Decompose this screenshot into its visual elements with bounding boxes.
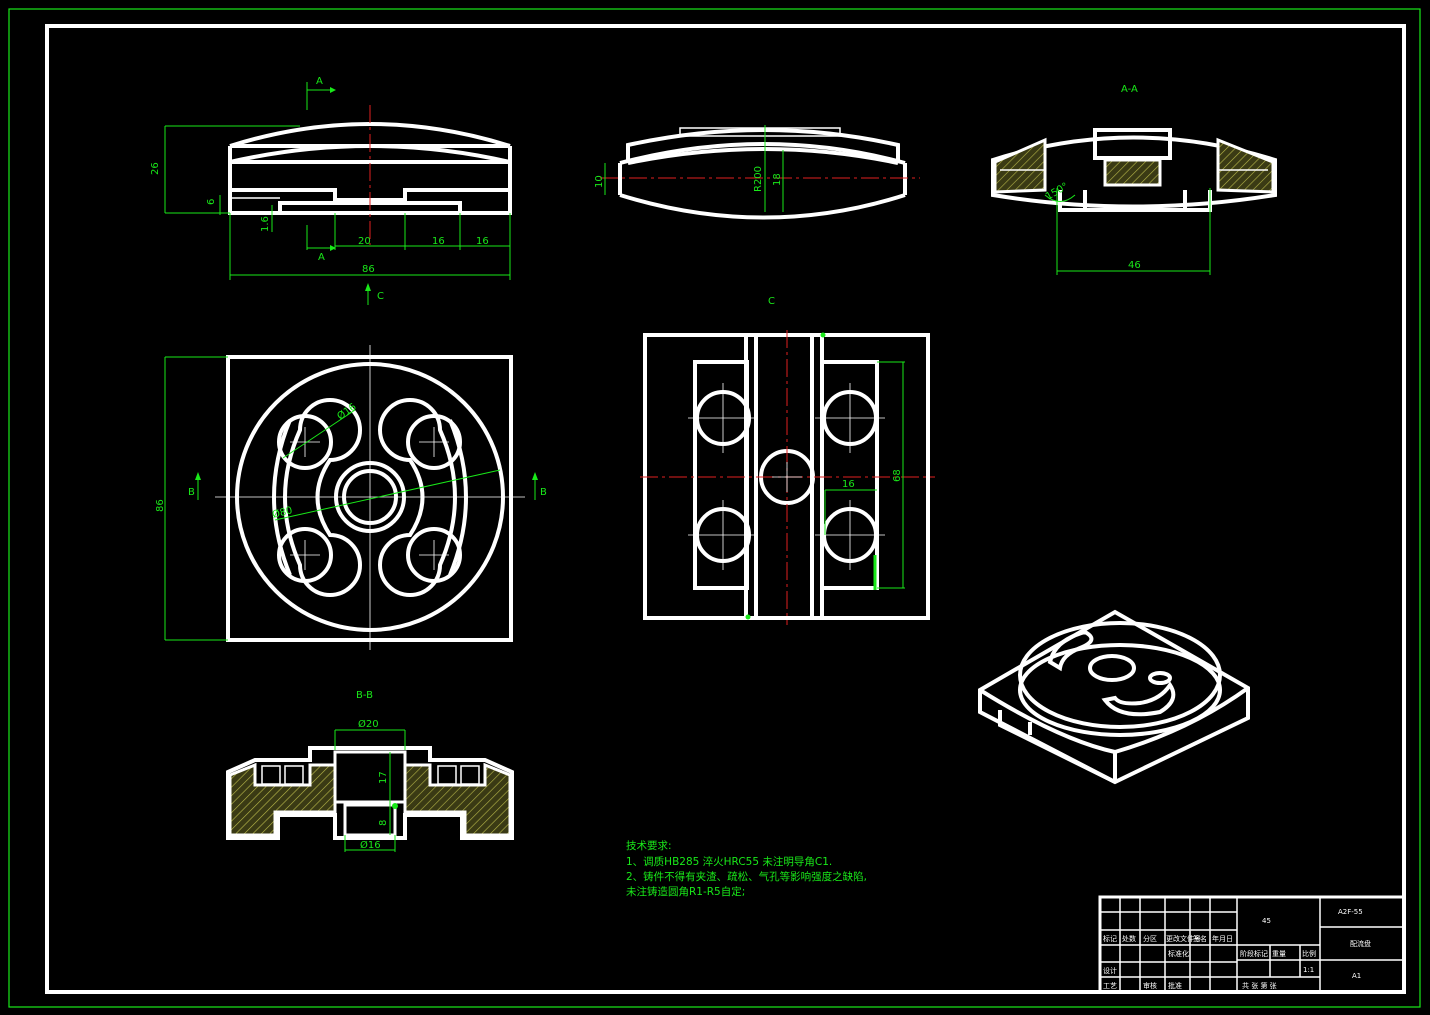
dim-c-16: 16 xyxy=(842,479,855,490)
section-a-bottom-label: A xyxy=(318,252,325,263)
dim-front-step: 6 xyxy=(206,199,217,205)
dim-top-circle-dia: Ø80 xyxy=(271,504,294,521)
tb-part-name: 配流盘 xyxy=(1350,939,1371,948)
view-c: C 16 68 xyxy=(640,296,935,625)
tb-hdr-change: 更改文件号 xyxy=(1166,934,1201,943)
dim-c-68: 68 xyxy=(892,469,903,482)
tb-hdr-sign: 签名 xyxy=(1193,934,1207,943)
tb-drawing-no: A2F-55 xyxy=(1338,908,1363,916)
front-view: 26 6 1.6 86 20 16 16 A A C xyxy=(150,76,512,305)
dim-side-radius: R200 xyxy=(753,166,764,192)
dim-front-width: 86 xyxy=(362,264,375,275)
view-c-title: C xyxy=(768,296,775,307)
tb-size: A1 xyxy=(1352,972,1361,980)
dim-bb-17: 17 xyxy=(378,771,389,784)
tb-hdr-count: 处数 xyxy=(1122,934,1136,943)
dim-side-18: 18 xyxy=(772,173,783,186)
tb-hdr-date: 年月日 xyxy=(1212,934,1233,943)
section-aa: A-A 46 150° xyxy=(991,84,1277,275)
technical-notes: 技术要求: 1、调质HB285 淬火HRC55 未注明导角C1. 2、铸件不得有… xyxy=(626,839,867,898)
view-c-arrow-label: C xyxy=(377,291,384,302)
isometric-view xyxy=(978,609,1250,785)
tb-design: 设计 xyxy=(1103,966,1117,975)
notes-title: 技术要求: xyxy=(626,839,672,852)
title-block: 标记 处数 分区 更改文件号 签名 年月日 设计 标准化 工艺 批准 审核 阶段… xyxy=(1098,895,1406,994)
section-aa-label: A-A xyxy=(1121,84,1138,95)
dim-front-slot: 20 xyxy=(358,236,371,247)
tb-check: 审核 xyxy=(1143,981,1157,990)
section-b-right-label: B xyxy=(540,487,547,498)
tb-scale: 比例 xyxy=(1302,949,1316,958)
dim-front-w1: 16 xyxy=(432,236,445,247)
notes-line1: 1、调质HB285 淬火HRC55 未注明导角C1. xyxy=(626,855,832,868)
section-bb-label: B-B xyxy=(356,690,373,701)
notes-line2: 2、铸件不得有夹渣、疏松、气孔等影响强度之缺陷, xyxy=(626,870,867,883)
tb-ratio: 1:1 xyxy=(1303,966,1314,974)
dim-bb-bottom-dia: Ø16 xyxy=(360,839,381,851)
tb-process: 工艺 xyxy=(1103,982,1117,990)
inner-frame xyxy=(45,24,1406,994)
dim-aa-width: 46 xyxy=(1128,260,1141,271)
tb-approve: 批准 xyxy=(1168,981,1182,990)
outer-frame xyxy=(8,8,1421,1008)
tb-stage: 阶段标记 xyxy=(1240,949,1268,958)
tb-material: 45 xyxy=(1262,917,1271,925)
notes-line3: 未注铸造圆角R1-R5自定; xyxy=(626,885,745,898)
tb-hdr-zone: 分区 xyxy=(1143,934,1157,943)
top-view: Ø16 Ø80 86 B B xyxy=(155,345,547,650)
tb-sheets: 共 张 第 张 xyxy=(1242,981,1277,990)
tb-standard: 标准化 xyxy=(1168,949,1189,958)
tb-hdr-mark: 标记 xyxy=(1103,934,1117,943)
dim-top-height: 86 xyxy=(155,499,166,512)
dim-front-w2: 16 xyxy=(476,236,489,247)
dim-bb-8: 8 xyxy=(378,820,389,826)
dim-bb-top-dia: Ø20 xyxy=(358,718,379,730)
section-bb: B-B Ø20 17 8 Ø16 xyxy=(226,690,514,852)
section-b-left-label: B xyxy=(188,487,195,498)
tb-weight: 重量 xyxy=(1272,950,1286,958)
dim-front-height: 26 xyxy=(150,162,161,175)
dim-front-small: 1.6 xyxy=(260,216,271,232)
dim-side-height: 10 xyxy=(594,175,605,188)
section-a-top-label: A xyxy=(316,76,323,87)
side-view: 10 R200 18 xyxy=(594,125,920,220)
